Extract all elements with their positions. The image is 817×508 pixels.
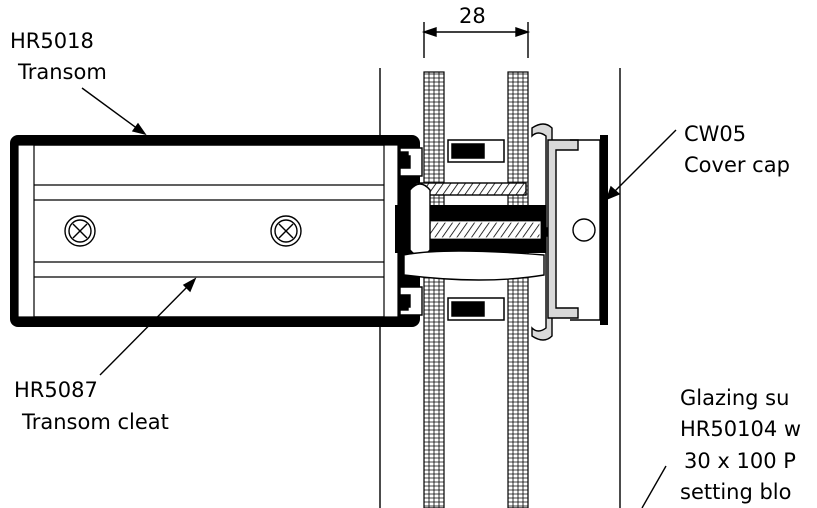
dimension-value: 28	[459, 4, 486, 28]
screw-head-right	[270, 215, 302, 247]
leader-transom	[81, 87, 147, 136]
label-glazing-line1: Glazing su	[680, 386, 790, 410]
label-cover-cap-code: CW05	[684, 122, 747, 146]
screw-head-left	[64, 215, 96, 247]
label-cover-cap-name: Cover cap	[684, 153, 790, 177]
leader-cleat	[99, 277, 197, 376]
label-glazing-line3: 30 x 100 P	[684, 449, 796, 473]
label-glazing-line2: HR50104 w	[680, 417, 802, 441]
label-transom-name: Transom	[18, 60, 107, 84]
label-cleat-code: HR5087	[14, 378, 98, 402]
leader-glazing	[641, 465, 667, 508]
label-cleat-name: Transom cleat	[22, 410, 169, 434]
dimension-28	[421, 22, 531, 58]
label-glazing-line4: setting blo	[680, 480, 792, 504]
pressure-plate	[531, 123, 579, 341]
glass-pane-right	[507, 71, 529, 508]
glass-pane-left	[423, 71, 445, 508]
label-transom-code: HR5018	[10, 29, 94, 53]
leader-cover-cap	[605, 129, 677, 201]
bolt-assembly	[395, 182, 596, 281]
spacer-bars	[447, 139, 505, 321]
gaskets	[399, 147, 423, 316]
cover-cap	[570, 135, 608, 325]
